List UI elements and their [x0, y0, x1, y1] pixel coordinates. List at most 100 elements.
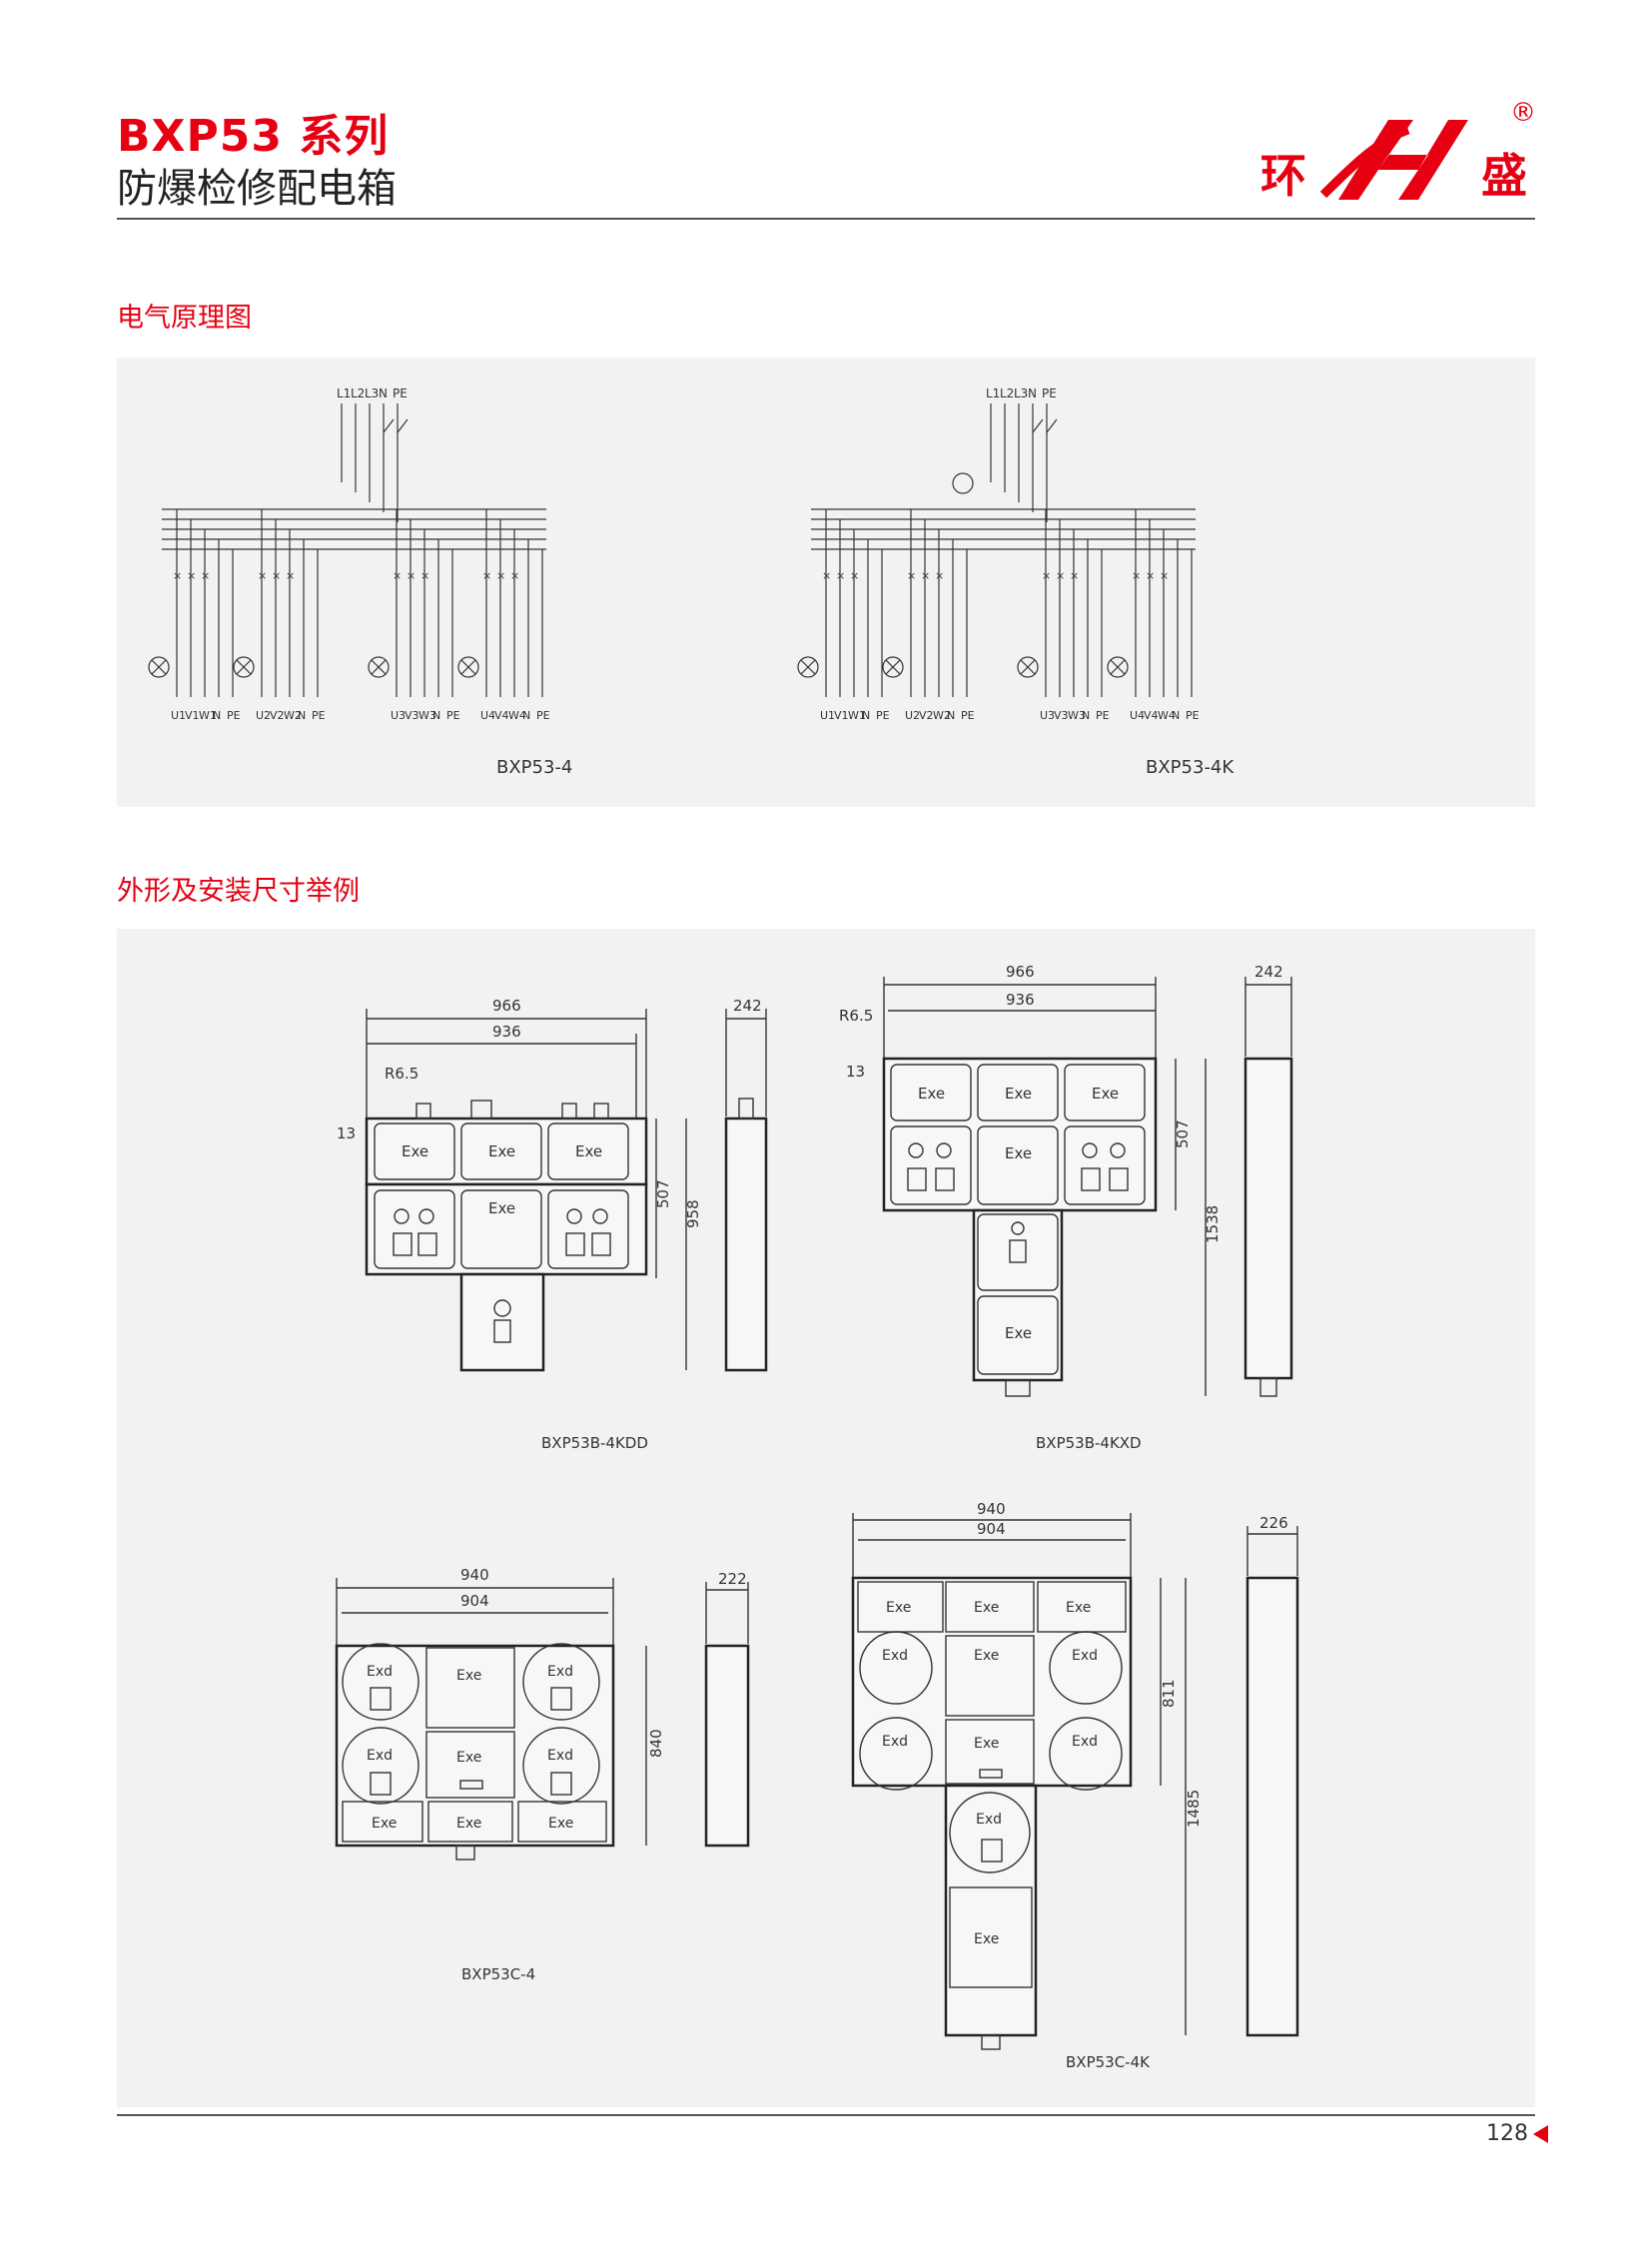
input-label: L1: [337, 386, 351, 400]
brand-logo-mark: [1319, 120, 1468, 200]
svg-text:×: ×: [286, 569, 295, 582]
input-label: PE: [1042, 386, 1057, 400]
output-label: V1: [834, 709, 849, 722]
c4-exd-2: Exd: [547, 1664, 573, 1680]
output-label: N: [862, 709, 870, 722]
kxd-offset: 13: [846, 1063, 865, 1081]
kxd-radius: R6.5: [839, 1007, 873, 1025]
kxd-module-4: Exe: [1005, 1144, 1032, 1162]
output-label: U3: [1040, 709, 1055, 722]
lamp-icon: [148, 656, 170, 678]
svg-text:×: ×: [187, 569, 196, 582]
lamp-icon: [233, 656, 255, 678]
c4-width-inner: 904: [460, 1592, 489, 1610]
output-label: PE: [312, 709, 326, 722]
header-divider: [117, 218, 1535, 220]
output-label: U1: [820, 709, 835, 722]
svg-text:×: ×: [510, 569, 519, 582]
kdd-height-total: 958: [684, 1199, 702, 1228]
output-label: W1: [848, 709, 866, 722]
kxd-width-outer: 966: [1006, 963, 1035, 981]
output-label: PE: [876, 709, 890, 722]
output-label: PE: [536, 709, 550, 722]
output-label: N: [1172, 709, 1180, 722]
output-label: PE: [446, 709, 460, 722]
c4k-depth: 226: [1259, 1514, 1288, 1532]
output-label: N: [947, 709, 955, 722]
input-label: L3: [1014, 386, 1028, 400]
kxd-height-total: 1538: [1204, 1205, 1222, 1243]
svg-text:×: ×: [1042, 569, 1051, 582]
lamp-icon: [368, 656, 390, 678]
output-label: W4: [1158, 709, 1176, 722]
c4-exe-5: Exe: [548, 1816, 573, 1832]
c4-height-total: 840: [647, 1729, 665, 1758]
c4k-exe-1: Exe: [886, 1600, 911, 1616]
c4k-exd-5: Exd: [976, 1812, 1002, 1828]
kdd-label: BXP53B-4KDD: [541, 1434, 648, 1452]
c4k-height-box: 811: [1160, 1679, 1178, 1708]
kxd-module-5: Exe: [1005, 1324, 1032, 1342]
lamp-icon: [1107, 656, 1129, 678]
dimension-drawings: 966 936 242 R6.5 13 507 958 Exe Exe Exe …: [335, 963, 1299, 2071]
lamp-icon: [882, 656, 904, 678]
input-label: N: [1028, 386, 1037, 400]
svg-text:×: ×: [907, 569, 916, 582]
dimensions-section-title: 外形及安装尺寸举例: [117, 876, 360, 907]
c4-exe-4: Exe: [456, 1816, 481, 1832]
output-label: U2: [905, 709, 920, 722]
svg-text:×: ×: [1132, 569, 1141, 582]
footer-divider: [117, 2114, 1535, 2116]
input-label: L3: [365, 386, 379, 400]
c4k-width-inner: 904: [977, 1520, 1006, 1538]
c4-width-outer: 940: [460, 1566, 489, 1584]
brand-char-right: 盛: [1481, 149, 1527, 203]
drawing-kdd: [365, 1009, 768, 1372]
lamp-icon: [457, 656, 479, 678]
c4k-exe-3: Exe: [1066, 1600, 1091, 1616]
output-label: V4: [494, 709, 509, 722]
c4k-width-outer: 940: [977, 1500, 1006, 1518]
registered-mark: ®: [1510, 98, 1536, 128]
kxd-height-box: 507: [1174, 1120, 1192, 1148]
drawing-c4k: [851, 1513, 1299, 2050]
svg-text:×: ×: [201, 569, 210, 582]
output-label: N: [298, 709, 306, 722]
svg-text:×: ×: [393, 569, 402, 582]
page-number: 128: [1486, 2121, 1528, 2146]
page-arrow-icon: [1533, 2125, 1548, 2143]
svg-text:×: ×: [420, 569, 429, 582]
drawing-c4: [335, 1578, 750, 1861]
output-label: N: [1082, 709, 1090, 722]
kxd-module-1: Exe: [918, 1085, 945, 1103]
input-label: L1: [986, 386, 1000, 400]
c4-exe-1: Exe: [456, 1668, 481, 1684]
svg-text:×: ×: [822, 569, 831, 582]
kdd-module-3: Exe: [575, 1142, 602, 1160]
lamp-icon: [1017, 656, 1039, 678]
c4k-exe-5: Exe: [974, 1736, 999, 1752]
wiring-label-left: BXP53-4: [496, 757, 572, 778]
c4k-exd-2: Exd: [1072, 1648, 1098, 1664]
kxd-depth: 242: [1254, 963, 1283, 981]
svg-text:×: ×: [1070, 569, 1079, 582]
c4k-exe-6: Exe: [974, 1931, 999, 1947]
output-label: PE: [1096, 709, 1110, 722]
output-label: U4: [480, 709, 495, 722]
output-label: N: [213, 709, 221, 722]
output-label: W1: [199, 709, 217, 722]
input-label: PE: [393, 386, 408, 400]
output-label: V2: [270, 709, 285, 722]
product-name: 防爆检修配电箱: [117, 166, 397, 212]
kdd-radius: R6.5: [385, 1065, 418, 1083]
c4k-label: BXP53C-4K: [1066, 2053, 1151, 2071]
c4k-exd-4: Exd: [1072, 1734, 1098, 1750]
c4-exe-2: Exe: [456, 1750, 481, 1766]
c4k-height-total: 1485: [1185, 1790, 1203, 1828]
output-label: W2: [933, 709, 951, 722]
kxd-module-2: Exe: [1005, 1085, 1032, 1103]
output-label: V3: [405, 709, 419, 722]
